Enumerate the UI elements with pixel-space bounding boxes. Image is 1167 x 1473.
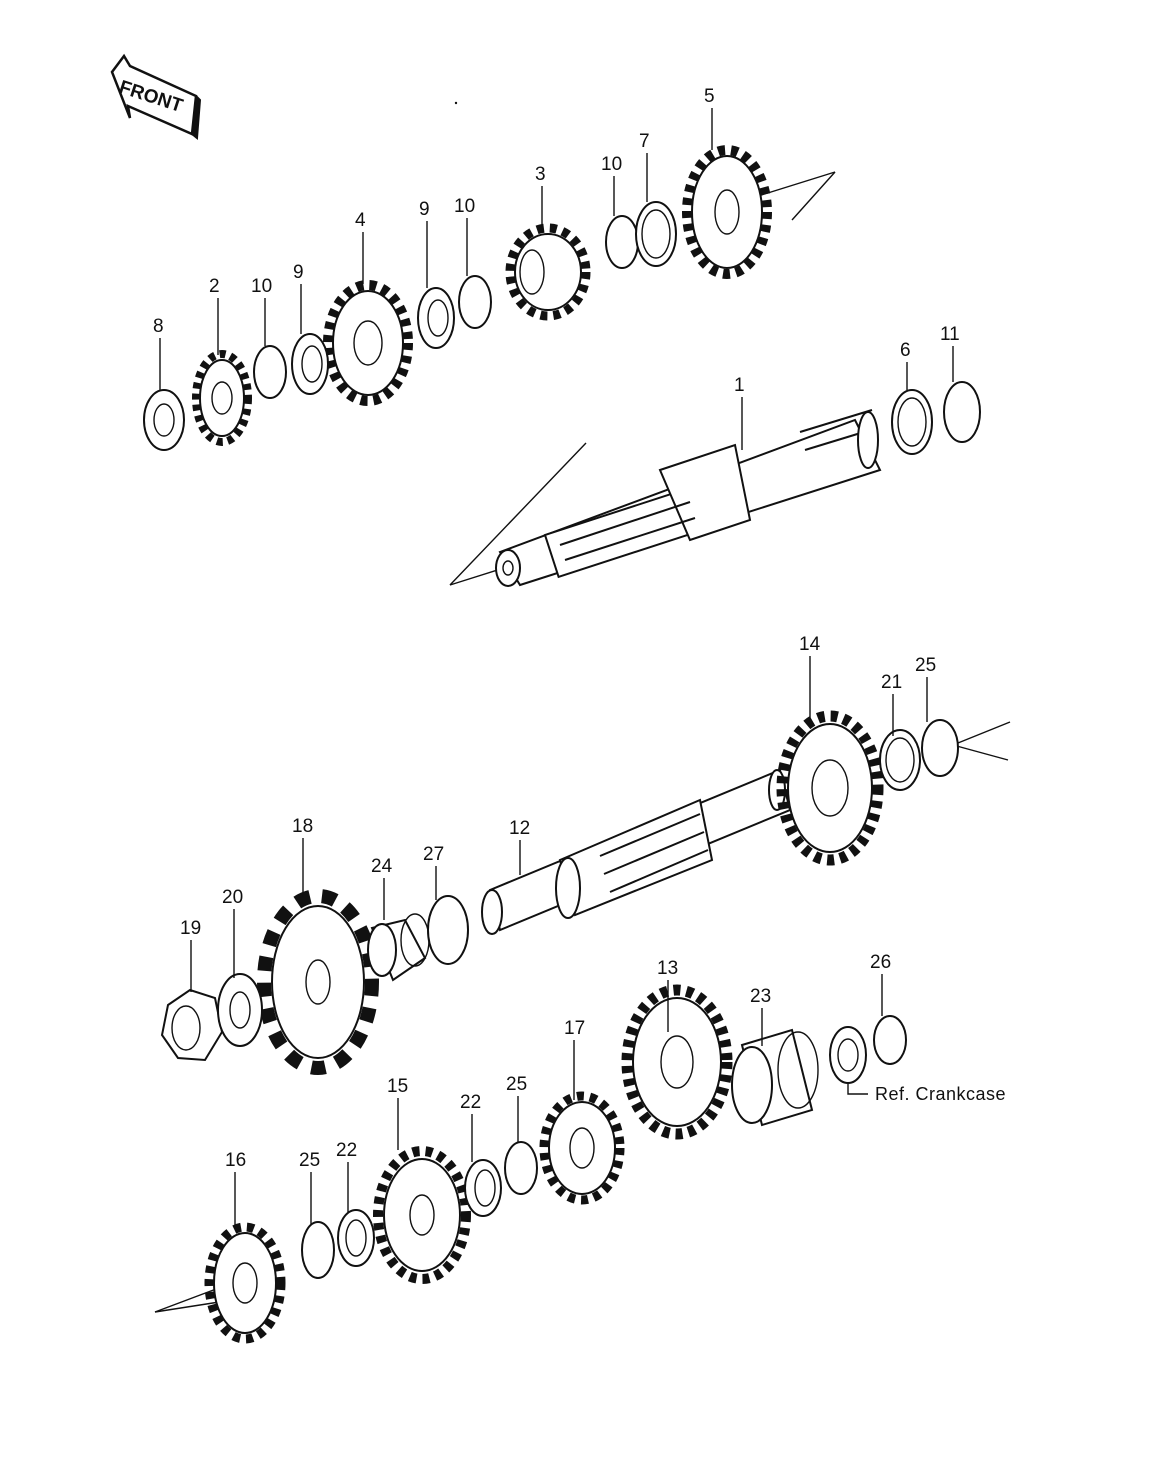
washer-22-b	[337, 1209, 375, 1267]
callout-15: 15	[387, 1076, 408, 1097]
callout-1: 1	[734, 375, 745, 396]
washer-7	[635, 201, 677, 267]
gear-5	[682, 145, 772, 279]
callout-14: 14	[799, 634, 821, 655]
washer-9-b	[417, 287, 455, 349]
gear-17	[539, 1091, 625, 1205]
gear-14	[776, 710, 884, 866]
shaft-12	[481, 768, 792, 935]
gear-4	[323, 280, 413, 406]
drive-shaft-assembly	[143, 108, 981, 587]
callout-10c: 10	[601, 154, 622, 175]
needle-bearing	[829, 1026, 867, 1084]
circlip-10-b	[458, 275, 492, 329]
circlip-10-a	[253, 345, 287, 399]
gear-15	[373, 1146, 471, 1284]
circlip-25-b	[504, 1141, 538, 1195]
callout-20: 20	[222, 887, 243, 908]
front-arrow-icon: FRONT	[110, 53, 202, 140]
gear-2	[192, 350, 252, 446]
bearing-23	[731, 1028, 819, 1127]
callout-23: 23	[750, 986, 771, 1007]
callout-5: 5	[704, 86, 715, 107]
callout-3: 3	[535, 164, 546, 185]
circlip-11	[943, 381, 981, 443]
callout-21: 21	[881, 672, 902, 693]
sprocket-18	[257, 889, 379, 1075]
callout-10b: 10	[454, 196, 475, 217]
gear-3	[505, 223, 591, 321]
washer-9-a	[291, 333, 329, 395]
callout-12: 12	[509, 818, 530, 839]
callout-8: 8	[153, 316, 164, 337]
callout-10a: 10	[251, 276, 272, 297]
callout-25a: 25	[915, 655, 936, 676]
circlip-26	[873, 1015, 907, 1065]
collar-24	[367, 913, 430, 982]
callout-24: 24	[371, 856, 393, 877]
callout-22b: 22	[336, 1140, 357, 1161]
callout-11: 11	[940, 324, 960, 345]
callout-9b: 9	[419, 199, 430, 220]
ref-crankcase-label: Ref. Crankcase	[875, 1084, 1006, 1104]
output-shaft-assembly	[154, 656, 1011, 1344]
callout-9a: 9	[293, 262, 304, 283]
callout-19: 19	[180, 918, 201, 939]
callout-labels: 1 2 3 4 5 6 7 8 9 9 10 10 10 11 12 13 14…	[153, 86, 960, 1171]
nut-19	[160, 988, 224, 1062]
callout-13: 13	[657, 958, 678, 979]
washer-22-a	[464, 1159, 502, 1217]
callout-2: 2	[209, 276, 220, 297]
callout-26: 26	[870, 952, 891, 973]
circlip-25-a	[921, 719, 959, 777]
gear-16	[204, 1222, 286, 1344]
circlip-10-c	[605, 215, 639, 269]
callout-7: 7	[639, 131, 650, 152]
washer-6	[891, 389, 933, 455]
callout-18: 18	[292, 816, 313, 837]
washer-8	[143, 389, 185, 451]
washer-20	[217, 973, 263, 1047]
gear-13	[621, 984, 733, 1140]
callout-27: 27	[423, 844, 444, 865]
callout-25c: 25	[299, 1150, 320, 1171]
callout-16: 16	[225, 1150, 246, 1171]
callout-17: 17	[564, 1018, 585, 1039]
o-ring-27	[427, 895, 469, 965]
callout-4: 4	[355, 210, 366, 231]
callout-25b: 25	[506, 1074, 527, 1095]
washer-21	[879, 729, 921, 791]
callout-6: 6	[900, 340, 911, 361]
shaft-1	[495, 409, 882, 587]
circlip-25-c	[301, 1221, 335, 1279]
callout-22a: 22	[460, 1092, 481, 1113]
